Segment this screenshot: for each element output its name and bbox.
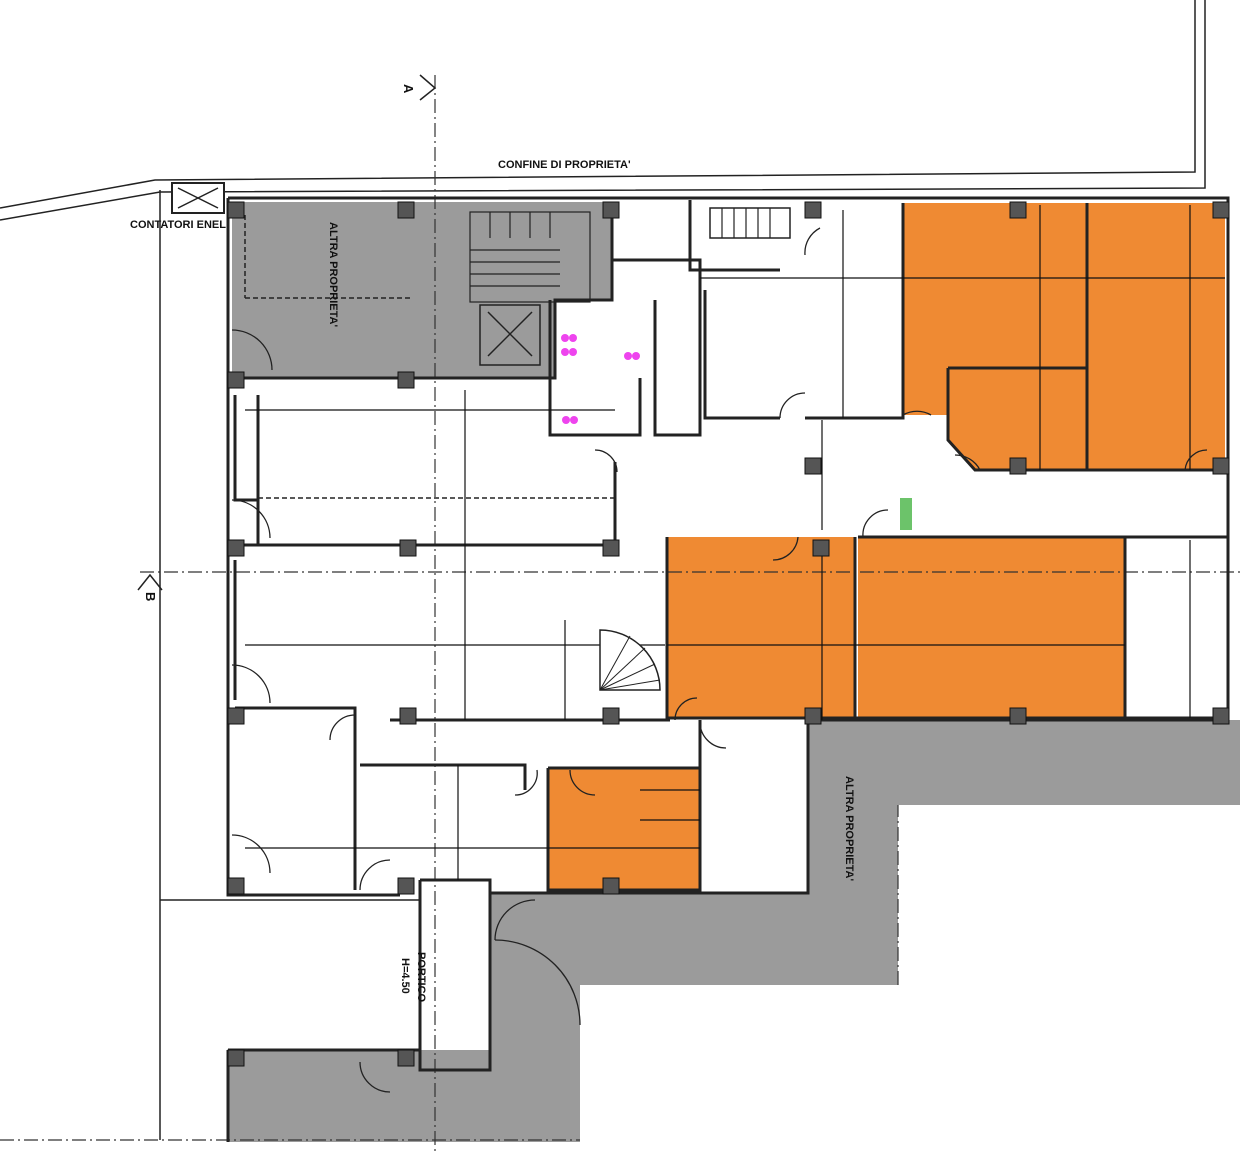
property-boundary [0,0,1206,221]
portico-height: H=4.50 [399,958,411,994]
highlighted-room-1 [903,203,1087,470]
other-property-top-area [232,202,612,378]
section-axes [0,74,1240,1152]
other-property-bottom-area [228,720,1240,1142]
other-property-bottom-label: ALTRA PROPRIETA' [843,776,855,881]
structural-columns [227,201,1230,1067]
highlighted-room-3 [667,537,855,718]
highlighted-room-4 [858,537,1125,718]
section-b-marker: B [143,592,158,601]
doors [231,227,1208,1093]
spiral-staircase [599,629,661,691]
portico-label: PORTICO [415,952,427,1003]
dimension-lines [159,190,1225,1140]
meters-box [171,182,225,214]
meters-label: CONTATORI ENEL [130,219,226,231]
main-staircase [469,211,591,303]
highlighted-room-2 [1087,203,1225,470]
elevator-shaft [479,304,541,366]
toilet-fixtures [561,334,640,424]
secondary-staircase [709,207,791,239]
other-property-top-label: ALTRA PROPRIETA' [327,222,339,327]
highlighted-room-5 [548,768,700,890]
section-a-marker: A [401,84,416,94]
boundary-label: CONFINE DI PROPRIETA' [498,159,631,171]
green-marker [900,498,912,530]
